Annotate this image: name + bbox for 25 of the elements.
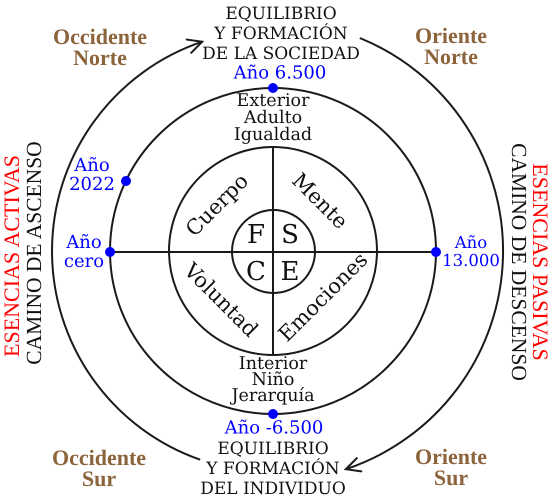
ring-label: Jerarquía — [231, 388, 315, 404]
side-label: CAMINO DE ASCENSO — [24, 141, 44, 365]
ring-label: Igualdad — [234, 127, 312, 143]
letter-label: F — [246, 221, 266, 249]
middle-ring-circle — [169, 147, 377, 355]
year-label: Año -6.500 — [224, 418, 324, 438]
curved-arrow — [51, 40, 204, 461]
side-label: CAMINO DE DESCENSO — [509, 143, 529, 381]
caption-text: EQUILIBRIO Y FORMACIÓN DE LA SOCIEDAD — [202, 4, 360, 64]
year-label: Año 13.000 — [442, 234, 500, 270]
ring-label: Exterior — [236, 93, 310, 109]
ring-label: Adulto — [244, 110, 302, 126]
compass-label: Oriente Norte — [414, 25, 488, 67]
curved-arrow — [344, 37, 504, 472]
compass-label: Oriente Sur — [414, 446, 488, 488]
caption-text: EQUILIBRIO Y FORMACIÓN DEL INDIVIDUO — [200, 439, 346, 499]
year-label: Año 6.500 — [234, 64, 326, 82]
ring-label: Niño — [252, 372, 294, 388]
compass-label: Occidente Norte — [52, 26, 148, 68]
compass-label: Occidente Sur — [52, 447, 146, 489]
ring-label: Interior — [238, 356, 308, 372]
side-label: ESENCIAS PASIVAS — [530, 163, 550, 361]
year-label: Año cero — [64, 233, 104, 271]
year-label: Año 2022 — [69, 156, 115, 194]
side-label: ESENCIAS ACTIVAS — [2, 155, 22, 357]
